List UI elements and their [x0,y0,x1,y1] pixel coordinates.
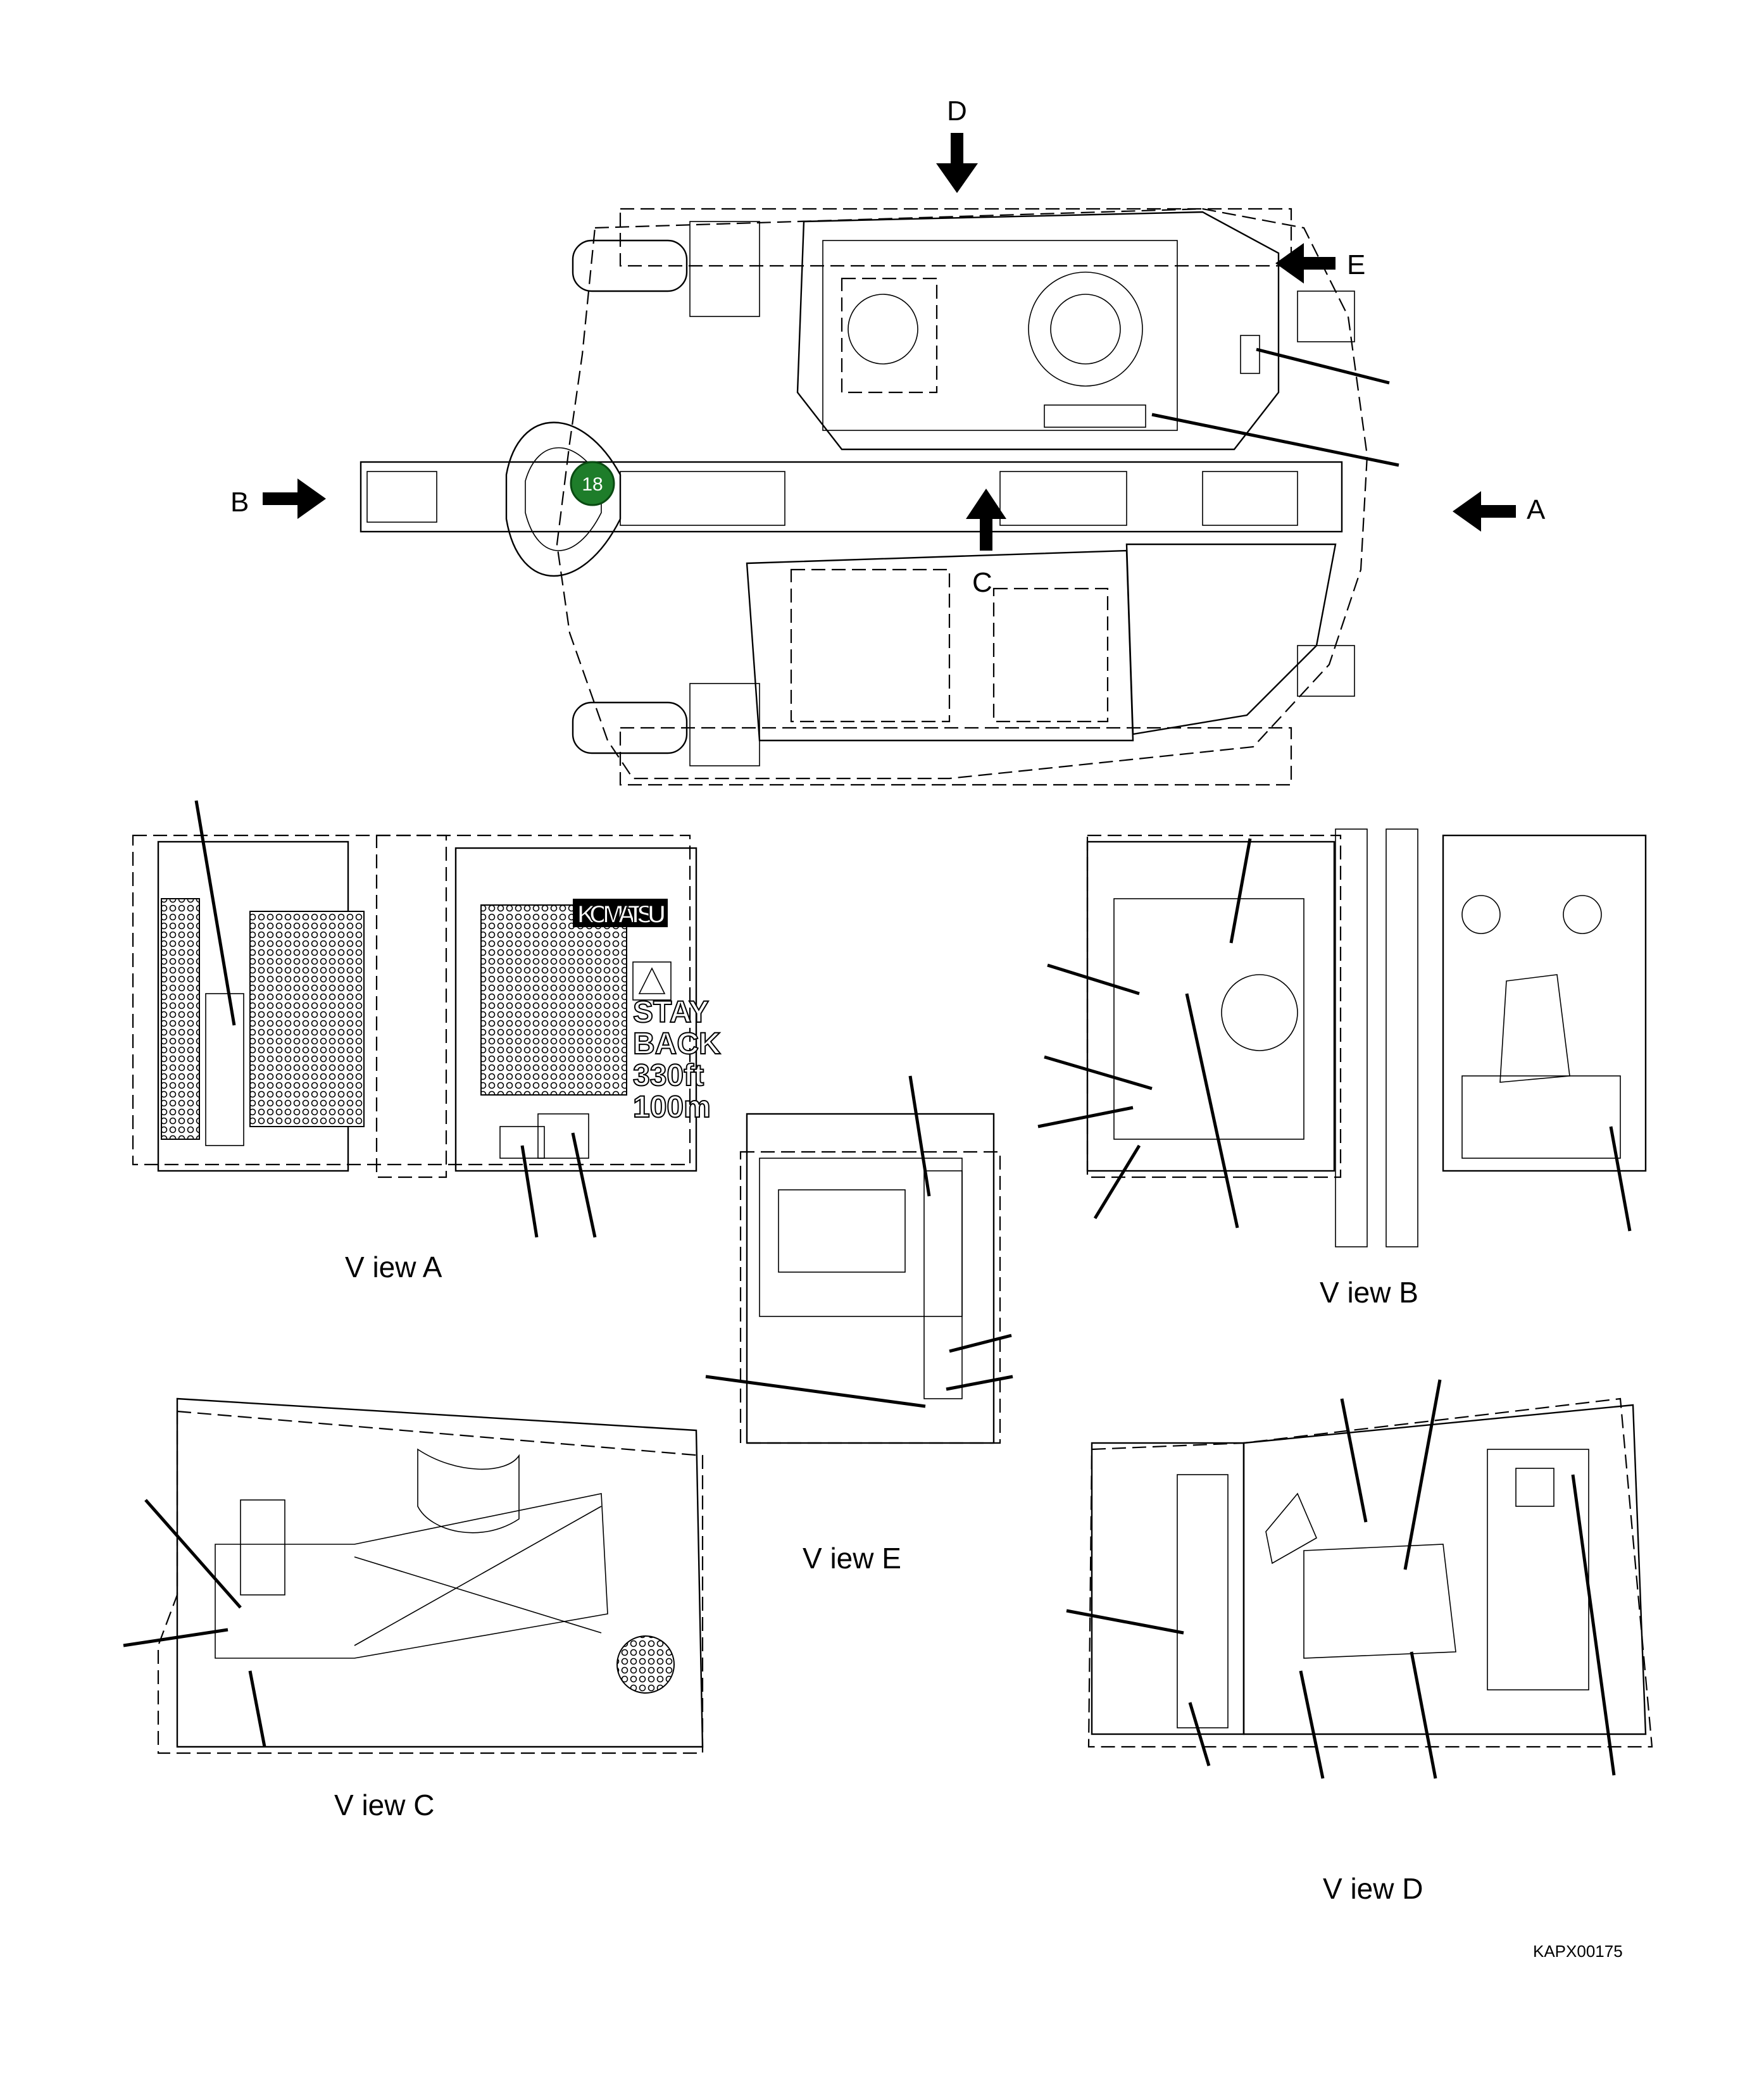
arrow-b: B [230,478,326,519]
decal-line-2: BACK [633,1027,721,1061]
decal-line-4: 100m [633,1090,711,1124]
top-plan-view [360,208,1368,786]
arrow-d: D [936,96,978,193]
leader-line [1151,413,1399,467]
leader-line [1256,347,1390,385]
view-a-drawing: KOMATSU STAY BACK 330ft 100m [132,800,722,1238]
view-c-drawing [123,1397,704,1754]
drawing-code: KAPX00175 [1533,1942,1623,1961]
decal-line-1: STAY [633,996,709,1029]
arrow-c: C [966,489,1006,598]
decal-line-3: 330ft [633,1059,704,1092]
view-b-drawing [1037,828,1647,1247]
marker-c: C [972,567,992,598]
callout-badge-18[interactable]: 18 [570,461,615,506]
view-b-label: V iew B [1320,1276,1418,1309]
view-d-label: V iew D [1323,1872,1423,1905]
view-c-label: V iew C [334,1789,434,1821]
view-e-drawing [705,1075,1013,1444]
marker-e: E [1347,249,1365,280]
arrow-a: A [1453,491,1546,532]
callout-number: 18 [582,474,603,495]
marker-d: D [947,96,967,127]
arrow-e: E [1275,243,1365,284]
view-d-drawing [1066,1379,1653,1779]
brand-logo-text: KOMATSU [577,901,666,928]
view-a-label: V iew A [345,1251,442,1284]
marker-a: A [1527,494,1546,525]
marker-b: B [230,487,249,518]
view-e-label: V iew E [803,1542,901,1575]
